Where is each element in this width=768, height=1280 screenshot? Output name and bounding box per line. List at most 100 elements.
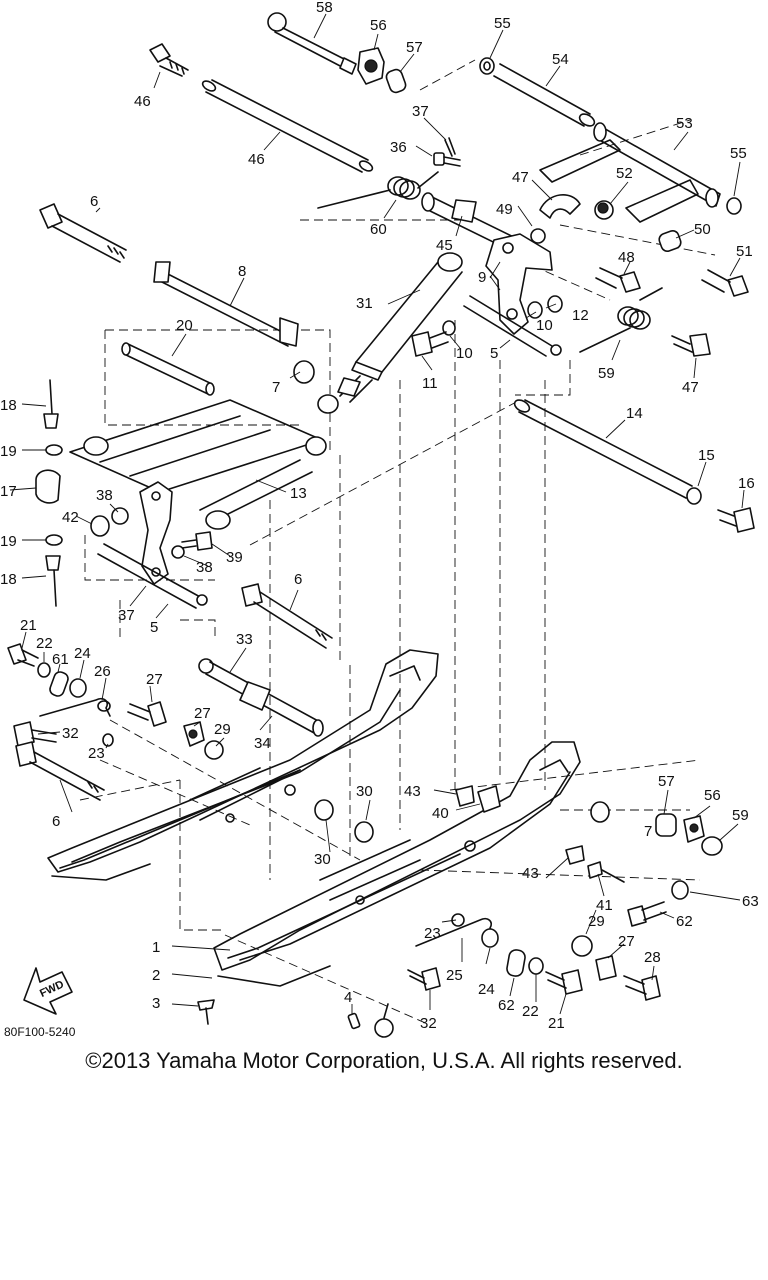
slide-rail-right	[213, 741, 581, 987]
callout-7-bottom: 7	[644, 823, 652, 840]
washer-22-right	[528, 957, 544, 975]
bolt-6-mid	[241, 583, 333, 649]
callout-42: 41	[596, 897, 613, 914]
parts-diagram: FWD	[0, 0, 759, 1039]
callout-64-right: 62	[498, 997, 515, 1014]
callout-2: 2	[152, 967, 160, 984]
callout-9: 9	[478, 269, 486, 286]
callout-41: 40	[432, 805, 449, 822]
bushing-24-right	[481, 928, 499, 948]
collar-56-bottom	[683, 815, 705, 843]
callout-46-top: 46	[134, 93, 151, 110]
bolt-48	[595, 267, 641, 293]
callout-4: 4	[344, 989, 352, 1006]
pin-36	[444, 137, 456, 157]
shaft-54	[493, 63, 596, 127]
callout-48: 48	[618, 249, 635, 266]
cap-27-left	[183, 721, 205, 747]
washer-19-top	[45, 444, 63, 456]
plate-64-right	[506, 949, 526, 977]
drawing-code: 80F100-5240	[4, 1025, 76, 1039]
spring-25	[415, 913, 495, 947]
collar-30-left	[314, 799, 334, 821]
callout-1: 1	[152, 939, 160, 956]
callout-32-left: 32	[62, 725, 79, 742]
callout-37: 37	[118, 607, 135, 624]
callout-52: 52	[616, 165, 633, 182]
collar-bottom	[374, 1018, 394, 1038]
bolt-51	[701, 269, 749, 297]
callout-40: 42	[62, 509, 79, 526]
bushing-24-left	[69, 678, 87, 698]
collar-40	[90, 515, 110, 537]
callout-6-bottom: 6	[52, 813, 60, 830]
callout-29-left: 29	[214, 721, 231, 738]
callout-36: 37	[412, 103, 429, 120]
collar-30-right	[354, 821, 374, 843]
callout-17: 17	[0, 483, 17, 500]
spring-26	[39, 697, 111, 717]
shaft-5-left	[97, 543, 208, 609]
bolt-46-right	[671, 333, 711, 357]
bolt-28-left	[127, 701, 167, 727]
bracket-9	[485, 233, 553, 335]
callout-33: 33	[236, 631, 253, 648]
bolt-6-top	[39, 203, 127, 263]
shaft-33	[198, 658, 324, 737]
bolt-16	[717, 507, 755, 533]
bushing-57-top	[385, 68, 407, 94]
callout-19-top: 19	[0, 443, 17, 460]
callout-57-top: 57	[406, 39, 423, 56]
bolt-35	[433, 152, 461, 167]
callout-59: 59	[732, 807, 749, 824]
callout-30-right: 30	[356, 783, 373, 800]
plate-64-left	[49, 671, 69, 697]
bolt-11	[411, 331, 449, 357]
washer-38-b	[171, 545, 185, 559]
callout-44: 45	[436, 237, 453, 254]
bushing-57-bottom	[655, 813, 677, 837]
callout-5-top: 5	[490, 345, 498, 362]
callout-7-top: 7	[272, 379, 280, 396]
bolt-28-right	[623, 975, 661, 1001]
callout-15: 15	[698, 447, 715, 464]
grease-fitting-42	[587, 861, 625, 883]
callout-5-left: 5	[150, 619, 158, 636]
washer-49	[530, 228, 546, 244]
shaft-20	[121, 342, 215, 396]
callout-49: 49	[496, 201, 513, 218]
callout-18-top: 18	[0, 397, 17, 414]
pin-4	[347, 1012, 361, 1030]
slider-41	[477, 785, 501, 813]
cap-59	[701, 836, 723, 856]
cap-17	[35, 469, 61, 504]
washer-22-left	[37, 662, 51, 678]
callout-14: 14	[626, 405, 643, 422]
rivet-3	[197, 999, 215, 1025]
pin-7-bottom	[383, 1003, 389, 1019]
shaft-45	[201, 79, 374, 173]
callout-10-b: 10	[456, 345, 473, 362]
callout-39: 39	[226, 549, 243, 566]
callout-3: 3	[152, 995, 160, 1012]
grease-fitting-18-top	[43, 379, 59, 429]
callout-35: 36	[390, 139, 407, 156]
collar-52	[594, 200, 614, 220]
callout-46-right: 47	[682, 379, 699, 396]
washer-19-bottom	[45, 534, 63, 546]
callout-6-mid: 6	[294, 571, 302, 588]
cap-43-bottom	[565, 845, 585, 865]
callout-56-bottom: 56	[704, 787, 721, 804]
bushing-29-left	[204, 740, 224, 760]
bushing-50	[658, 230, 682, 252]
shock-absorber-31	[317, 252, 463, 414]
callout-43-bottom: 43	[522, 865, 539, 882]
bushing-63	[671, 880, 689, 900]
bolt-32-right	[407, 967, 441, 991]
callout-54: 54	[552, 51, 569, 68]
callout-53: 53	[676, 115, 693, 132]
leader-lines	[9, 13, 745, 1015]
copyright-notice: ©2013 Yamaha Motor Corporation, U.S.A. A…	[85, 1048, 683, 1073]
callout-63: 63	[742, 893, 759, 910]
callout-12: 12	[572, 307, 589, 324]
